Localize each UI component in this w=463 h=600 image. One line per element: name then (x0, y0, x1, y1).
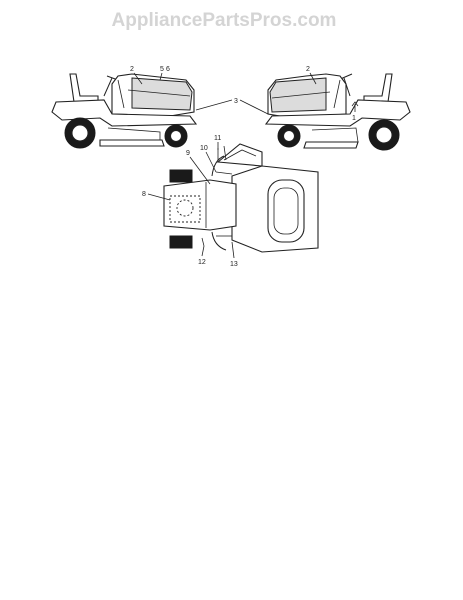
tractor-right-side-view (264, 73, 411, 151)
callout-left-5: 5 (160, 66, 164, 73)
watermark-text: AppliancePartsPros.com (112, 10, 337, 31)
callout-top-11: 11 (214, 135, 221, 142)
callout-left-2: 2 (130, 66, 134, 73)
callout-right-1: 1 (352, 115, 356, 122)
callout-top-8: 8 (142, 191, 146, 198)
tractor-top-view (163, 143, 319, 253)
callout-top-9: 9 (186, 150, 190, 157)
callout-top-13: 13 (230, 261, 238, 268)
callout-left-6: 6 (166, 66, 170, 73)
callout-right-2: 2 (306, 66, 310, 73)
callout-center-3: 3 (234, 98, 238, 105)
callout-top-12: 12 (198, 259, 206, 266)
callout-top-10: 10 (200, 145, 208, 152)
tractor-left-side-view (51, 73, 198, 149)
